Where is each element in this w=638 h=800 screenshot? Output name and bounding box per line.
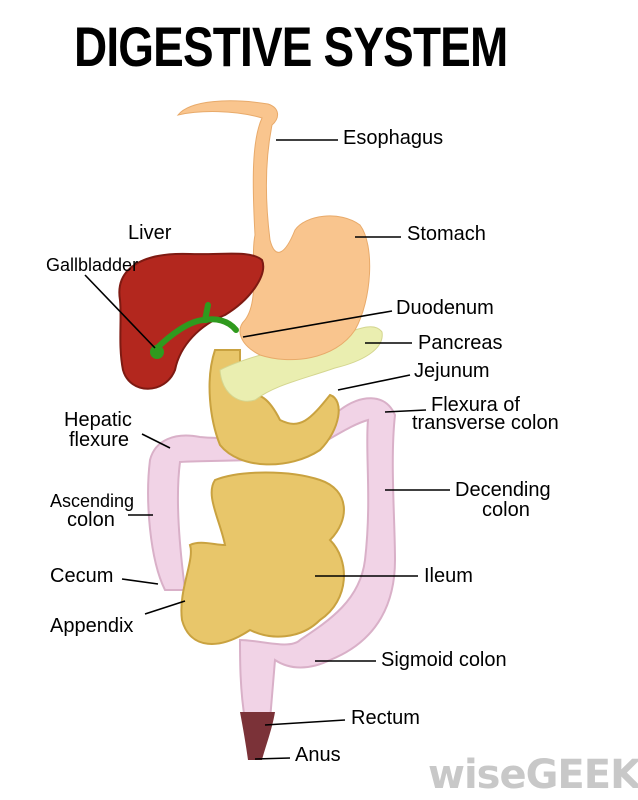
label-hepatic-line1: Hepatic [64,409,132,431]
rectum [240,712,275,760]
label-gallbladder: Gallbladder [46,255,139,275]
gallbladder-sac [150,345,164,359]
label-decending-line2: colon [482,499,530,521]
label-ascending-line2: colon [67,509,115,531]
label-cecum: Cecum [50,565,114,587]
small-intestine [180,349,345,645]
label-duodenum: Duodenum [396,297,494,319]
label-flexura-line1: Flexura of [431,394,520,416]
label-pancreas: Pancreas [418,332,503,354]
label-anus: Anus [295,744,341,766]
label-stomach: Stomach [407,223,486,245]
label-decending-line1: Decending [455,479,551,501]
leader-lines [84,139,450,760]
watermark-logo: wiseGEEK [428,752,638,798]
label-sigmoid-colon: Sigmoid colon [381,649,507,671]
label-esophagus: Esophagus [343,127,444,149]
label-rectum: Rectum [351,707,420,729]
page-title: DIGESTIVE SYSTEM [74,15,508,78]
label-flexura-line2: transverse colon [412,412,559,434]
label-appendix: Appendix [50,615,134,637]
label-liver: Liver [128,222,172,244]
label-hepatic-line2: flexure [69,429,130,451]
label-ascending-line1: Ascending [50,491,135,511]
label-jejunum: Jejunum [414,360,490,382]
esophagus [176,100,371,361]
gallbladder [152,302,239,353]
label-ileum: Ileum [424,565,473,587]
